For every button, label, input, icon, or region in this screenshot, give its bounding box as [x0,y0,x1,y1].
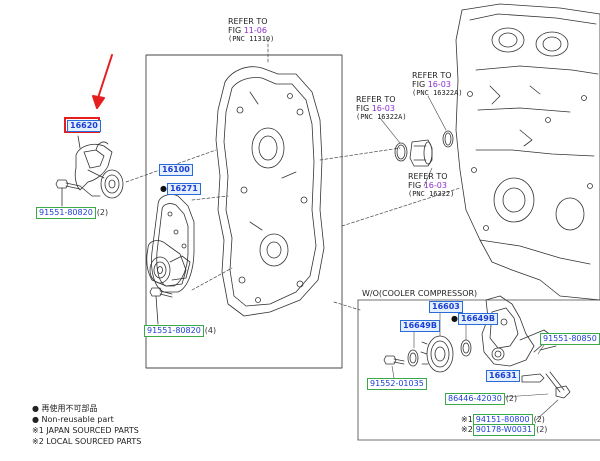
engine-block-drawing [455,3,600,301]
legend-local-sourced: ※2 LOCAL SOURCED PARTS [32,437,142,446]
part-86446-42030[interactable]: 86446-42030(2) [445,393,517,405]
part-91551-80820-a[interactable]: 91551-80820(2) [36,207,108,219]
ref-fig-16-03-a[interactable]: REFER TO FIG 16-03 (PNC 16322A) [412,71,463,97]
idler-pulley-drawing [407,335,472,373]
water-pump-drawing [146,194,195,293]
part-16603[interactable]: 16603 [429,301,463,313]
part-16631[interactable]: 16631 [486,370,520,382]
fig-link: 11-06 [243,26,267,35]
highlight-arrow [92,54,113,109]
part-16271[interactable]: ●16271 [160,183,201,195]
part-16620[interactable]: 16620 [67,120,101,132]
fig-link: 16-03 [423,181,447,190]
bolt-86446-drawing [545,371,571,399]
legend-non-reusable-jp: ● 再使用不可部品 [32,404,98,413]
legend-non-reusable-en: ● Non-reusable part [32,415,114,424]
auto-tensioner-drawing [74,141,124,199]
bolt-91551-80820-a-drawing [55,179,81,207]
legend: ● 再使用不可部品 ● Non-reusable part ※1 JAPAN S… [32,403,141,447]
part-16649B-b[interactable]: ●16649B [451,313,498,325]
bolt-91552-drawing [383,355,405,365]
ref-fig-16-03-b[interactable]: REFER TO FIG 16-03 (PNC 16322A) [356,95,407,121]
ref-fig-11-06[interactable]: REFER TO FIG 11-06 (PNC 11310) [228,17,275,43]
bolt-91551-80850-drawing [521,345,557,383]
ref-fig-16-03-c[interactable]: REFER TO FIG 16-03 (PNC 16322) [408,172,455,198]
timing-cover-panel [145,54,343,369]
fig-link: 16-03 [427,80,451,89]
part-16100[interactable]: 16100 [159,164,193,176]
section-label-wo-cooler-compressor: W/O(COOLER COMPRESSOR) [362,289,478,298]
bracket-16631-drawing [481,295,553,367]
part-91551-80850[interactable]: 91551-80850 [540,333,600,345]
timing-cover-drawing [215,66,325,317]
legend-japan-sourced: ※1 JAPAN SOURCED PARTS [32,426,139,435]
fig-link: 16-03 [371,104,395,113]
union-and-orings-drawing [394,130,454,167]
part-16649B-a[interactable]: 16649B [400,320,440,332]
part-91551-80820-b[interactable]: 91551-80820(4) [144,325,216,337]
bolt-91551-80820-b-drawing [149,287,173,325]
part-91552-01035[interactable]: 91552-01035 [367,378,427,390]
